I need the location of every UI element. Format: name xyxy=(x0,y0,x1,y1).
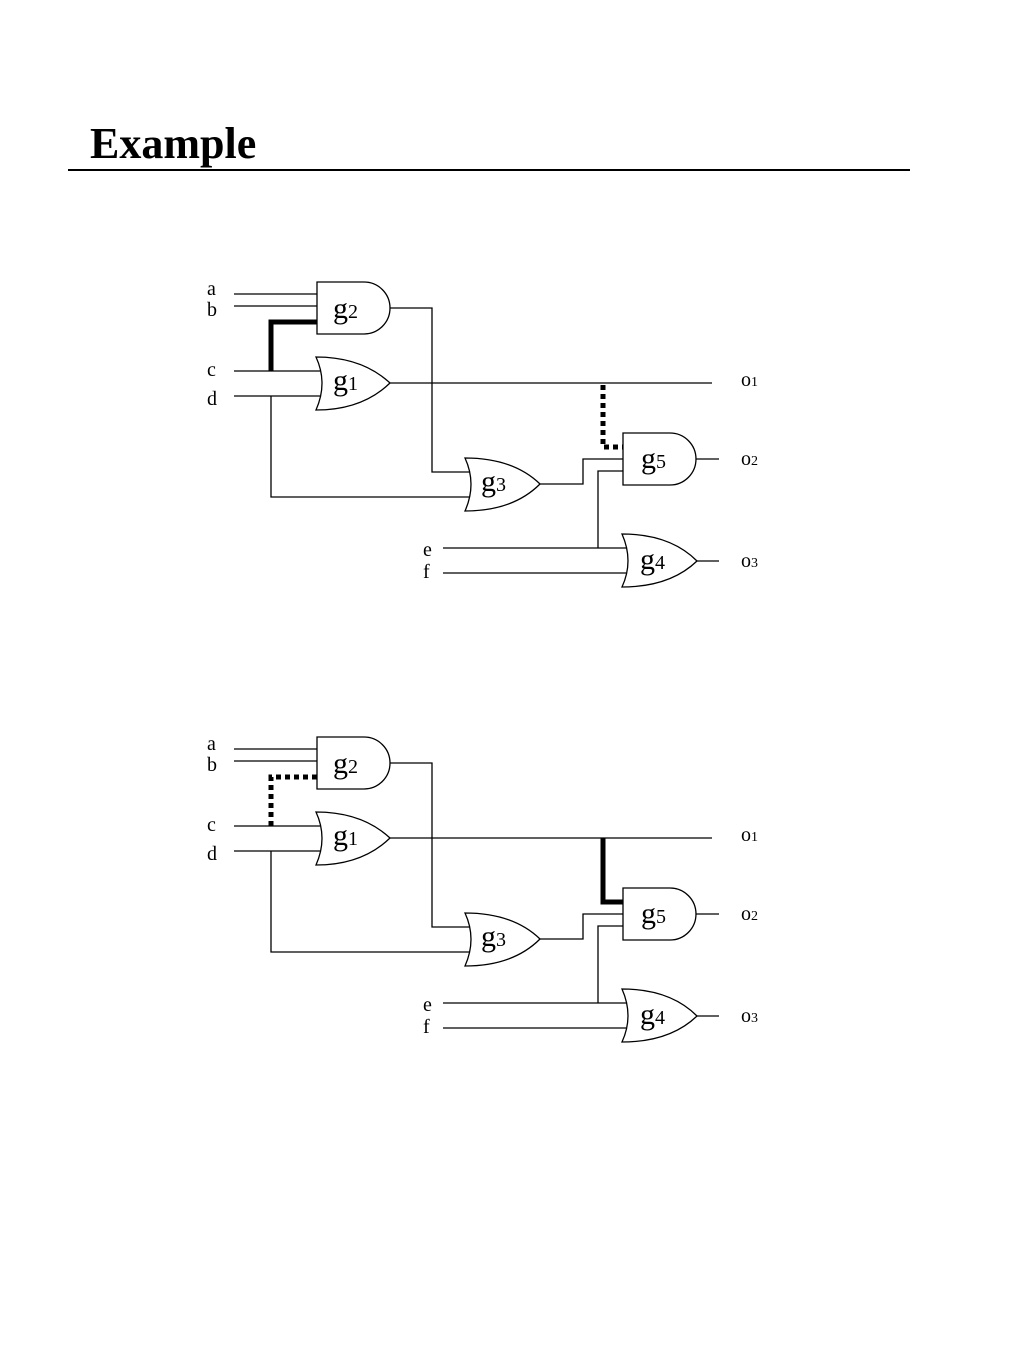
gate-label-g3: g3 xyxy=(481,465,506,498)
title-underline xyxy=(68,169,910,171)
gate-label-g1: g1 xyxy=(333,819,358,852)
gate-label-g5: g5 xyxy=(641,897,666,930)
wires xyxy=(234,293,719,574)
or-gate-g1 xyxy=(314,356,391,411)
output-label-o1: o1 xyxy=(741,824,758,846)
gate-label-g1: g1 xyxy=(333,364,358,397)
gate-label-g5: g5 xyxy=(641,442,666,475)
gate-label-g2: g2 xyxy=(333,292,358,325)
input-label-d: d xyxy=(207,388,217,410)
page-title: Example xyxy=(90,119,257,168)
gate-label-g4: g4 xyxy=(640,543,665,576)
input-label-e: e xyxy=(423,994,432,1016)
input-label-d: d xyxy=(207,843,217,865)
input-label-a: a xyxy=(207,278,216,300)
or-gate-g4 xyxy=(620,988,698,1043)
output-label-o2: o2 xyxy=(741,903,758,925)
thick-path-g5-from-g1 xyxy=(600,838,623,905)
or-gate-g4 xyxy=(620,533,698,588)
input-label-b: b xyxy=(207,754,217,776)
gate-label-g4: g4 xyxy=(640,998,665,1031)
dotted-path-g5-from-g1 xyxy=(600,385,623,450)
input-label-c: c xyxy=(207,814,216,836)
output-label-o2: o2 xyxy=(741,448,758,470)
circuit-diagram-2: g2 g1 g3 g5 g4 a b c d e f o1 o2 o3 xyxy=(207,733,758,1043)
output-label-o1: o1 xyxy=(741,369,758,391)
and-gate-g5 xyxy=(622,432,697,486)
and-gate-g2 xyxy=(316,736,391,790)
or-gate-g3 xyxy=(463,457,541,512)
or-gate-g1 xyxy=(314,811,391,866)
input-label-f: f xyxy=(423,1016,430,1038)
output-label-o3: o3 xyxy=(741,1005,758,1027)
output-label-o3: o3 xyxy=(741,550,758,572)
and-gate-g2 xyxy=(316,281,391,335)
input-label-b: b xyxy=(207,299,217,321)
and-gate-g5 xyxy=(622,887,697,941)
circuit-diagram-1: g2 g1 g3 g5 g4 a b c d e f o1 o2 o3 xyxy=(207,278,758,588)
dotted-path-g2-from-c xyxy=(268,774,317,826)
or-gate-g3 xyxy=(463,912,541,967)
wires xyxy=(234,748,719,1029)
input-label-e: e xyxy=(423,539,432,561)
input-label-a: a xyxy=(207,733,216,755)
gate-label-g3: g3 xyxy=(481,920,506,953)
thick-path-g2-from-c xyxy=(268,319,317,371)
input-label-c: c xyxy=(207,359,216,381)
input-label-f: f xyxy=(423,561,430,583)
gate-label-g2: g2 xyxy=(333,747,358,780)
